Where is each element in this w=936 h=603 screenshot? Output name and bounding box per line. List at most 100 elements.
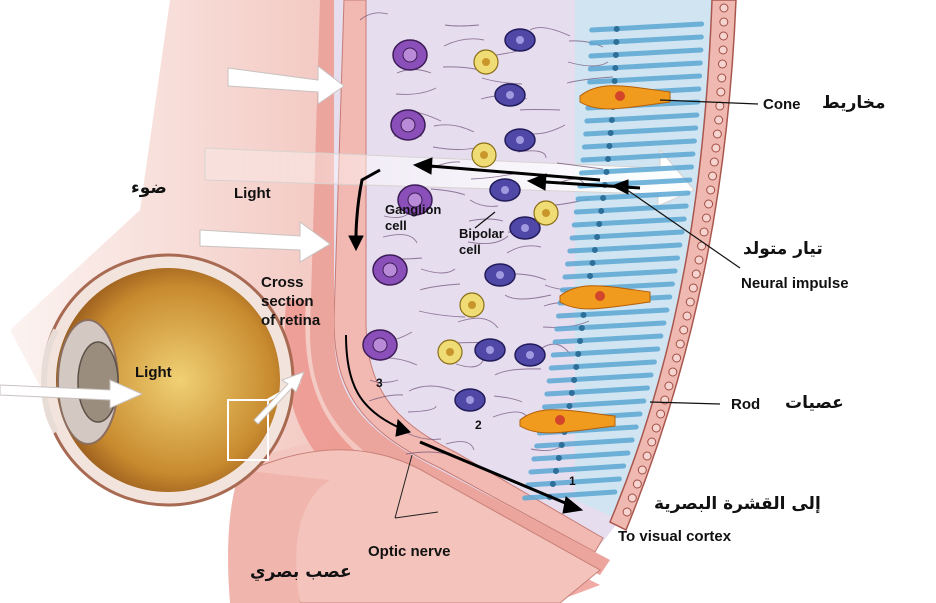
ganglion-line-2: cell [385,218,441,234]
rod-nucleus [567,403,573,409]
cross-section-line-2: section [261,292,320,311]
bipolar-nucleus [526,351,534,359]
choroid-dot [623,508,631,516]
choroid-dot [638,466,646,474]
choroid-dot [705,200,713,208]
bipolar-nucleus [506,91,514,99]
rod-nucleus [550,481,556,487]
rod-nucleus [612,65,618,71]
rod-nucleus [609,117,615,123]
optic-nerve-label-english: Optic nerve [368,543,451,560]
rod-nucleus [587,273,593,279]
rod-nucleus [598,208,604,214]
rod-nucleus [577,338,583,344]
layer-number-2: 2 [475,418,482,432]
light-label-upper: Light [234,185,271,202]
rod-nucleus [556,455,562,461]
cone-nucleus [555,415,565,425]
choroid-dot [700,228,708,236]
rod-nucleus [579,325,585,331]
choroid-dot [718,60,726,68]
layer-number-3: 3 [376,376,383,390]
light-label-arabic: ضوء [131,178,167,198]
rod-nucleus [559,442,565,448]
choroid-dot [715,116,723,124]
amacrine-nucleus [446,348,454,356]
choroid-dot [720,32,728,40]
cone-nucleus [615,91,625,101]
ganglion-nucleus [403,48,417,62]
rod-nucleus [581,312,587,318]
rod-nucleus [569,390,575,396]
choroid-dot [720,4,728,12]
impulse-label-arabic: تيار متولد [743,239,823,259]
optic-nerve-label-arabic: عصب بصري [250,562,352,582]
rod-nucleus [613,39,619,45]
bipolar-nucleus [516,36,524,44]
ganglion-nucleus [373,338,387,352]
rod-nucleus [596,221,602,227]
amacrine-nucleus [468,301,476,309]
cone-nucleus [595,291,605,301]
bipolar-nucleus [486,346,494,354]
choroid-dot [692,270,700,278]
choroid-dot [633,480,641,488]
choroid-dot [702,214,710,222]
light-label-eye: Light [135,364,172,381]
choroid-dot [707,186,715,194]
rod-nucleus [592,247,598,253]
rod-nucleus [573,364,579,370]
choroid-dot [657,410,665,418]
choroid-dot [676,340,684,348]
rod-nucleus [614,26,620,32]
ganglion-nucleus [383,263,397,277]
amacrine-nucleus [542,209,550,217]
rod-nucleus [594,234,600,240]
dendrite [520,110,560,111]
bipolar-nucleus [521,224,529,232]
rod-nucleus [605,156,611,162]
choroid-dot [695,256,703,264]
bipolar-nucleus [516,136,524,144]
impulse-label-english: Neural impulse [741,275,849,292]
choroid-dot [643,452,651,460]
choroid-dot [713,130,721,138]
ganglion-nucleus [401,118,415,132]
choroid-dot [652,424,660,432]
rod-nucleus [590,260,596,266]
choroid-dot [710,158,718,166]
cone-label-arabic: مخاريط [822,93,886,113]
rod-nucleus [553,468,559,474]
layer-number-1: 1 [569,474,576,488]
choroid-dot [716,102,724,110]
choroid-dot [683,312,691,320]
rod-nucleus [613,52,619,58]
rod-nucleus [575,351,581,357]
rod-label-arabic: عصيات [785,393,844,413]
rod-nucleus [606,143,612,149]
amacrine-nucleus [480,151,488,159]
rod-label-english: Rod [731,396,760,413]
choroid-dot [689,284,697,292]
choroid-dot [717,88,725,96]
cortex-label-arabic: إلى القشرة البصرية [654,494,821,514]
bipolar-nucleus [466,396,474,404]
choroid-dot [648,438,656,446]
choroid-dot [669,368,677,376]
rod-nucleus [571,377,577,383]
amacrine-nucleus [482,58,490,66]
rod-nucleus [612,78,618,84]
ganglion-line-1: Ganglion [385,202,441,218]
choroid-dot [628,494,636,502]
bipolar-line-1: Bipolar [459,226,504,242]
cross-section-label: Cross section of retina [261,273,320,330]
bipolar-cell-label: Bipolar cell [459,226,504,258]
rod-nucleus [608,130,614,136]
bipolar-nucleus [496,271,504,279]
choroid-dot [686,298,694,306]
choroid-dot [709,172,717,180]
rod-nucleus [600,195,606,201]
cross-section-line-3: of retina [261,311,320,330]
bipolar-line-2: cell [459,242,504,258]
